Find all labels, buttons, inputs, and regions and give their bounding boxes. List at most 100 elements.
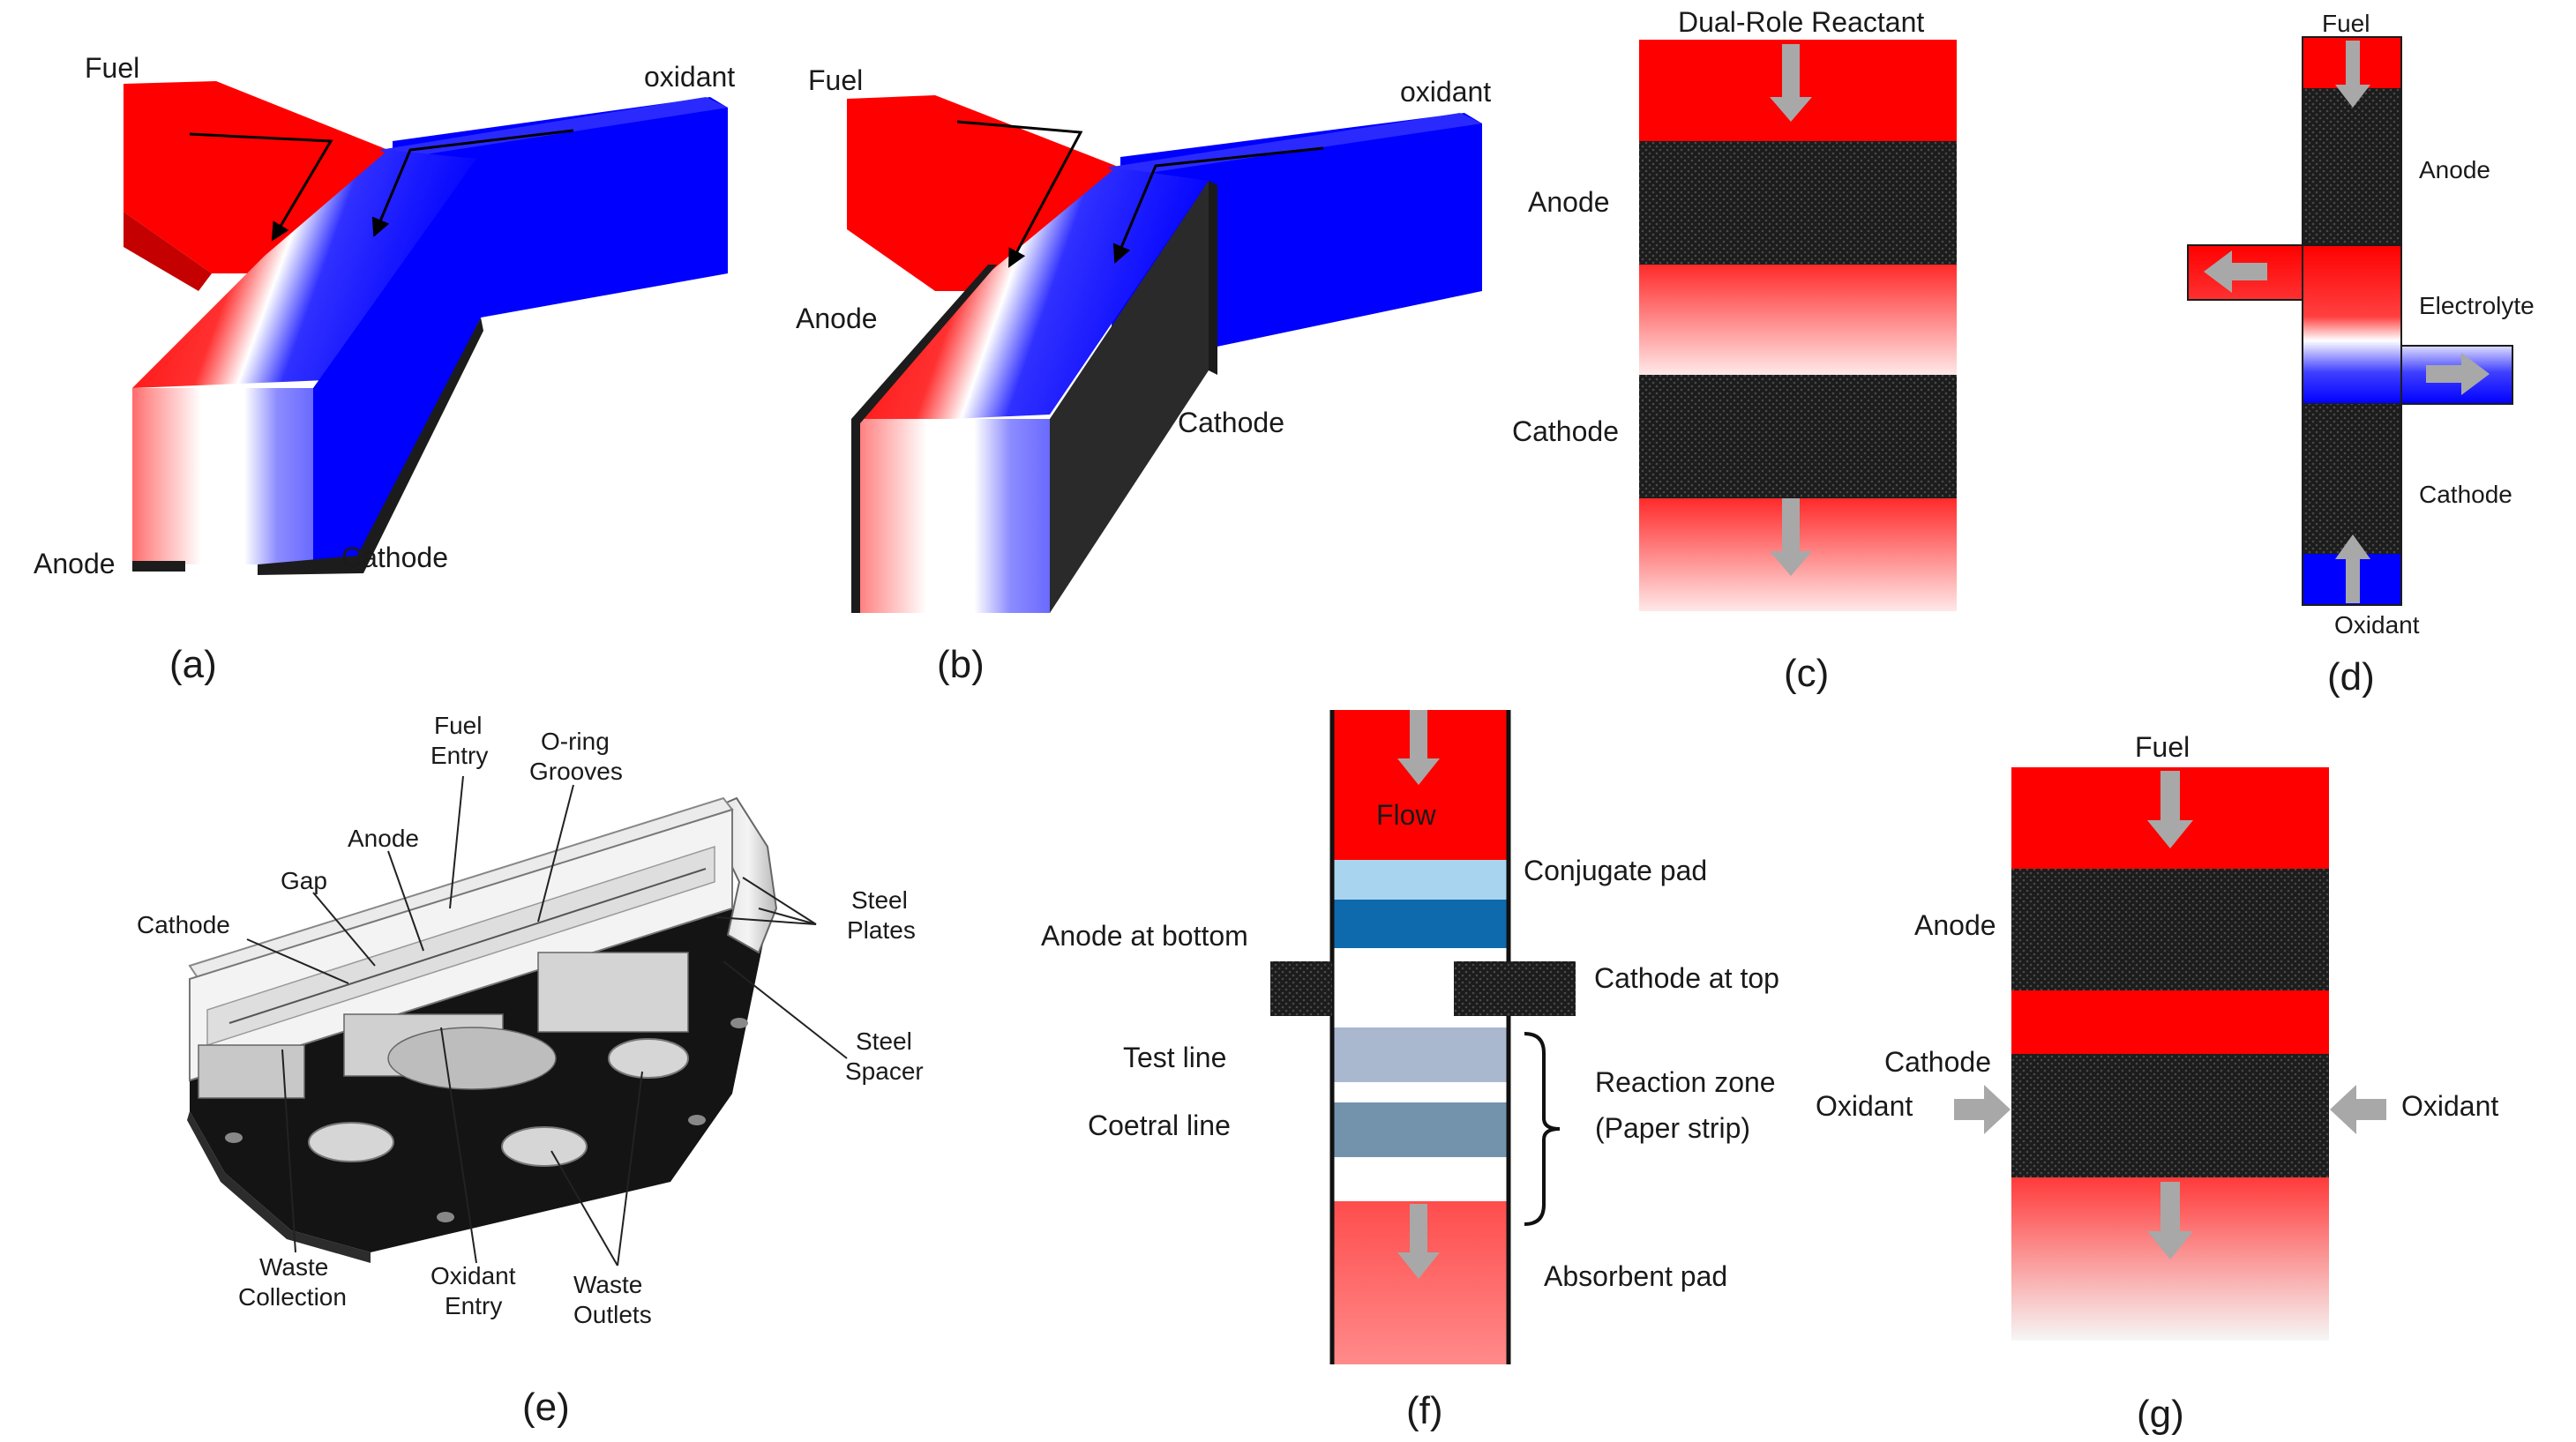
caption-c: (c)	[1784, 652, 1829, 695]
label-reaction-zone: Reaction zone	[1595, 1066, 1776, 1098]
label-oxidant: oxidant	[1400, 76, 1491, 108]
mixing-channel-top	[851, 168, 1209, 423]
label-electrolyte: Electrolyte	[2419, 292, 2535, 319]
cathode-plate-edge	[1209, 181, 1217, 375]
label-fuel: Fuel	[85, 52, 139, 84]
label-steel-plates: Steel Plates	[847, 886, 916, 944]
left-arrow-icon	[2204, 250, 2267, 293]
fuel-channel	[124, 81, 393, 273]
label-cathode: Cathode	[137, 911, 230, 938]
panel-f: Flow Conjugate pad Anode at bottom Catho…	[1041, 710, 1779, 1432]
svg-text:Entry: Entry	[431, 742, 488, 769]
svg-text:Steel: Steel	[856, 1027, 912, 1055]
caption-b: (b)	[937, 643, 985, 686]
outlet-front-face	[851, 419, 1050, 613]
label-cathode: Cathode	[1178, 407, 1284, 438]
panel-c: Dual-Role Reactant Anode Cathode (c)	[1512, 6, 1957, 695]
caption-f: (f)	[1406, 1389, 1443, 1432]
cathode-mesh	[2011, 1054, 2329, 1177]
anode-mesh	[1270, 961, 1332, 1016]
label-waste-outlets: Waste Outlets	[573, 1271, 652, 1328]
label-oxidant-left: Oxidant	[1816, 1090, 1913, 1122]
label-oxidant-entry: Oxidant Entry	[431, 1262, 516, 1319]
center-chamber	[387, 1027, 557, 1090]
svg-text:Oxidant: Oxidant	[431, 1262, 516, 1289]
bolt-hole	[225, 1132, 243, 1143]
conjugate-pad-dark	[1332, 900, 1509, 948]
test-line-band	[1332, 1027, 1509, 1082]
anode-mesh	[2011, 869, 2329, 990]
up-arrow-icon	[2335, 534, 2370, 603]
middle-fuel-zone	[2011, 990, 2329, 1054]
channel-outline	[2302, 36, 2402, 606]
label-cathode: Cathode	[2419, 481, 2512, 508]
label-cathode: Cathode	[1512, 415, 1619, 447]
label-coetral-line: Coetral line	[1088, 1110, 1231, 1141]
svg-text:Entry: Entry	[445, 1292, 502, 1319]
down-arrow-icon	[2147, 771, 2193, 848]
caption-a: (a)	[169, 643, 217, 686]
oxidant-flow-arrow	[1112, 146, 1324, 264]
svg-text:Plates: Plates	[847, 916, 916, 944]
svg-text:Waste: Waste	[259, 1253, 328, 1281]
down-arrow-icon	[2335, 41, 2370, 108]
label-waste-collection: Waste Collection	[238, 1253, 347, 1311]
housing-cut-left	[198, 1044, 305, 1099]
fuel-flow-arrow	[956, 120, 1083, 268]
svg-text:Spacer: Spacer	[845, 1057, 924, 1085]
anode-mesh	[1639, 141, 1957, 265]
label-cathode-at-top: Cathode at top	[1594, 962, 1779, 994]
label-oxidant-right: Oxidant	[2401, 1090, 2498, 1122]
down-arrow-icon	[1397, 710, 1440, 785]
waste-outlet-hole	[308, 1122, 394, 1162]
cathode-plate	[1050, 181, 1209, 613]
label-anode: Anode	[796, 303, 878, 334]
oxidant-flow-arrow	[371, 129, 574, 237]
svg-text:Waste: Waste	[573, 1271, 642, 1298]
waste-outlet-hole	[608, 1038, 689, 1079]
label-cathode: Cathode	[1884, 1046, 1991, 1078]
down-arrow-icon	[1770, 498, 1812, 576]
panel-a: Fuel oxidant Anode Cathode (a)	[34, 52, 735, 686]
left-arrow-icon	[2330, 1085, 2386, 1134]
label-fuel-entry: Fuel Entry	[431, 712, 488, 769]
panel-d: Fuel Anode Electrolyte Cathode Oxidant (…	[2187, 10, 2535, 699]
label-dual-role-reactant: Dual-Role Reactant	[1678, 6, 1924, 38]
panel-g: Fuel Anode Cathode Oxidant Oxidant (g)	[1816, 731, 2498, 1436]
cathode-mesh	[2303, 404, 2401, 554]
label-flow: Flow	[1376, 799, 1436, 831]
svg-text:Grooves: Grooves	[529, 758, 623, 785]
cathode-mesh	[1639, 375, 1957, 498]
waste-outlet-hole	[501, 1126, 588, 1167]
label-anode: Anode	[2419, 156, 2490, 183]
reaction-zone-brace	[1524, 1032, 1561, 1226]
label-test-line: Test line	[1123, 1042, 1226, 1073]
caption-d: (d)	[2327, 655, 2375, 699]
right-arrow-icon	[1954, 1085, 2011, 1134]
bolt-hole	[688, 1115, 706, 1125]
cathode-mesh	[1454, 961, 1576, 1016]
mid-reactant-zone	[1639, 265, 1957, 375]
fuel-flow-arrow	[189, 132, 333, 242]
anode-mesh	[2303, 88, 2401, 245]
panel-b: Fuel oxidant Anode Cathode (b)	[796, 64, 1491, 686]
fuel-channel-shadow	[124, 212, 212, 291]
label-absorbent-pad: Absorbent pad	[1544, 1260, 1727, 1292]
label-paper-strip: (Paper strip)	[1595, 1112, 1750, 1144]
outlet-side-face	[313, 159, 481, 564]
svg-text:Collection: Collection	[238, 1283, 347, 1311]
mixing-channel-top	[132, 150, 476, 388]
outlet-front-face	[132, 388, 313, 564]
label-anode-at-bottom: Anode at bottom	[1041, 920, 1248, 952]
label-oring-grooves: O-ring Grooves	[529, 728, 623, 785]
anode-strip	[132, 561, 185, 572]
svg-text:Fuel: Fuel	[434, 712, 482, 739]
down-arrow-icon	[1397, 1204, 1440, 1279]
leader-lines	[246, 775, 848, 1266]
caption-e: (e)	[522, 1386, 570, 1429]
label-fuel: Fuel	[2135, 731, 2190, 763]
panel-e: Fuel Entry O-ring Grooves Anode Gap Cath…	[137, 712, 924, 1429]
label-oxidant: oxidant	[644, 61, 735, 93]
coetral-line-band	[1332, 1102, 1509, 1157]
